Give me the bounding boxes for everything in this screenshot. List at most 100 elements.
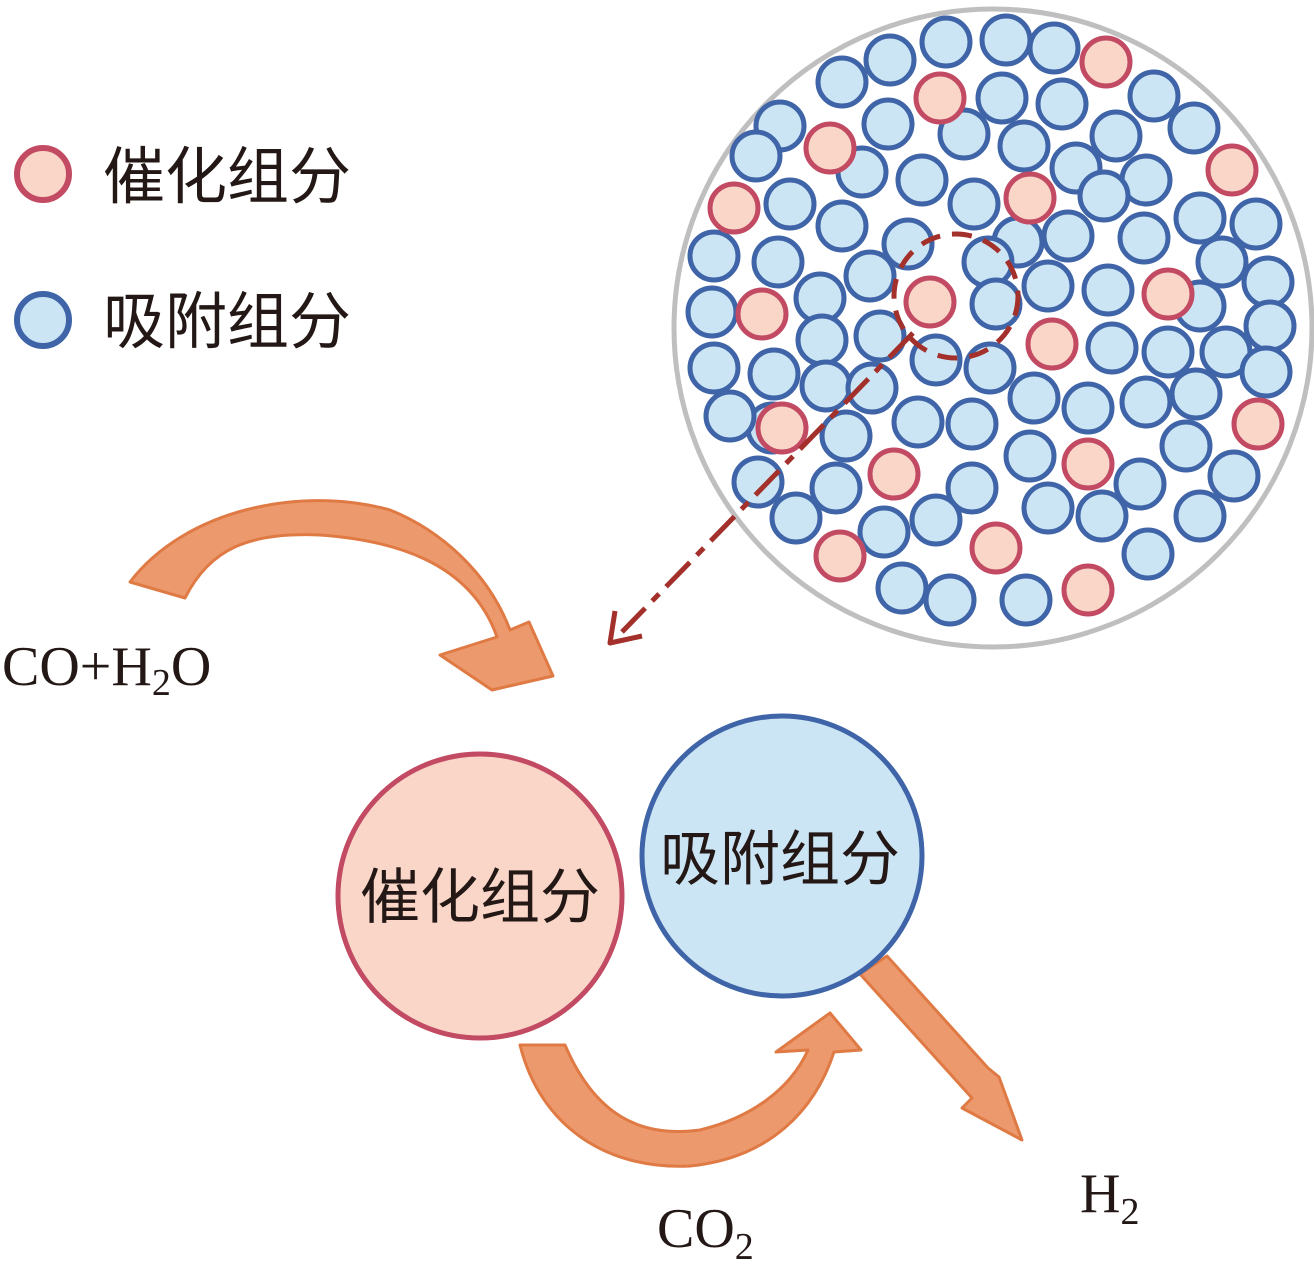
co2-label: CO2 [657, 1198, 754, 1268]
adsorption-particle-icon [815, 199, 869, 253]
adsorption-particle-icon [1127, 69, 1181, 123]
adsorption-particle-icon [947, 177, 1001, 231]
adsorption-particle-icon [1141, 325, 1195, 379]
co2-transfer-arrow-icon [518, 1011, 863, 1168]
adsorption-particle-icon [763, 177, 817, 231]
adsorption-particle-icon [1027, 21, 1081, 75]
adsorption-particle-icon [1243, 299, 1297, 353]
adsorption-component-label: 吸附组分 [660, 825, 900, 895]
adsorption-particle-icon [769, 491, 823, 545]
catalytic-particle-icon [867, 447, 921, 501]
adsorption-particle-icon [1113, 457, 1167, 511]
adsorption-particle-icon [1241, 255, 1295, 309]
adsorption-particle-icon [923, 573, 977, 627]
adsorption-particle-icon [1229, 197, 1283, 251]
adsorption-particle-icon [845, 361, 899, 415]
adsorption-particle-icon [895, 153, 949, 207]
adsorption-particle-icon [1021, 481, 1075, 535]
adsorption-particle-icon [1081, 263, 1135, 317]
adsorption-particle-icon [1173, 191, 1227, 245]
adsorption-particle-icon [999, 573, 1053, 627]
adsorption-particle-icon [795, 313, 849, 367]
feed-label-subscript: 2 [152, 662, 171, 704]
catalytic-particle-icon [1205, 143, 1259, 197]
catalytic-particle-icon [1141, 267, 1195, 321]
adsorption-particle-icon [703, 389, 757, 443]
catalytic-particle-icon [1231, 397, 1285, 451]
adsorption-particle-icon [815, 55, 869, 109]
adsorption-particle-icon [1061, 381, 1115, 435]
adsorption-particle-icon [1207, 449, 1261, 503]
adsorption-particle-icon [819, 409, 873, 463]
adsorption-particle-icon [1159, 419, 1213, 473]
catalytic-particle-icon [1003, 171, 1057, 225]
adsorption-particle-icon [843, 249, 897, 303]
adsorption-particle-icon [729, 129, 783, 183]
adsorption-particle-icon [751, 235, 805, 289]
adsorption-particle-icon [937, 107, 991, 161]
catalytic-particle-icon [803, 121, 857, 175]
adsorption-legend-label: 吸附组分 [103, 285, 351, 358]
adsorption-particle-icon [945, 397, 999, 451]
adsorption-particle-icon [863, 33, 917, 87]
co2-label-subscript: 2 [735, 1226, 754, 1268]
adsorption-particle-icon [997, 119, 1051, 173]
adsorption-particle-icon [919, 15, 973, 69]
adsorption-particle-icon [685, 285, 739, 339]
adsorption-particle-icon [857, 505, 911, 559]
adsorption-component: 吸附组分 [639, 713, 925, 999]
feed-label: CO+H2O [2, 636, 211, 704]
adsorption-particle-icon [1169, 367, 1223, 421]
adsorption-particle-icon [875, 561, 929, 615]
adsorption-particle-icon [1007, 371, 1061, 425]
adsorption-particle-icon [1195, 235, 1249, 289]
h2-label: H2 [1080, 1163, 1139, 1233]
adsorption-particle-icon [881, 217, 935, 271]
catalytic-particle-icon [1061, 437, 1115, 491]
particle-group [685, 13, 1297, 627]
adsorption-particle-icon [1077, 169, 1131, 223]
zoom-highlight-icon [891, 231, 1021, 361]
adsorption-particle-icon [861, 97, 915, 151]
adsorption-component-circle [639, 713, 925, 999]
adsorption-legend-icon [14, 291, 72, 349]
adsorption-particle-icon [975, 71, 1029, 125]
catalytic-component-label: 催化组分 [360, 863, 600, 933]
co2-label-main: CO [657, 1198, 735, 1260]
catalytic-particle-icon [813, 529, 867, 583]
adsorption-particle-icon [945, 461, 999, 515]
catalytic-particle-icon [903, 275, 957, 329]
catalytic-particle-icon [1061, 563, 1115, 617]
adsorption-particle-icon [687, 341, 741, 395]
adsorption-particle-icon [979, 13, 1033, 67]
adsorption-particle-icon [731, 455, 785, 509]
dashed-callout-line [620, 331, 915, 634]
catalytic-particle-icon [707, 181, 761, 235]
callout-arrowhead-icon [607, 610, 643, 646]
adsorption-particle-icon [1167, 101, 1221, 155]
feed-label-tail: O [171, 636, 211, 698]
adsorption-particle-icon [1121, 527, 1175, 581]
adsorption-particle-icon [1035, 77, 1089, 131]
adsorption-particle-icon [1021, 259, 1075, 313]
adsorption-particle-icon [747, 347, 801, 401]
adsorption-particle-icon [1119, 375, 1173, 429]
adsorption-particle-icon [1173, 489, 1227, 543]
adsorption-particle-icon [799, 359, 853, 413]
catalytic-legend-icon [14, 145, 72, 203]
legend: 催化组分 吸附组分 [14, 140, 351, 358]
catalytic-particle-icon [735, 287, 789, 341]
reactant-inflow-arrow-icon [128, 499, 555, 692]
adsorption-particle-icon [687, 229, 741, 283]
adsorption-particle-icon [853, 309, 907, 363]
catalytic-particle-icon [969, 521, 1023, 575]
adsorption-particle-icon [963, 341, 1017, 395]
h2-outflow-arrow-icon [858, 954, 1024, 1142]
zoom-callout [607, 331, 915, 646]
adsorption-particle-icon [891, 395, 945, 449]
particle-cluster [671, 6, 1314, 650]
adsorption-particle-icon [1003, 429, 1057, 483]
adsorption-particle-icon [809, 461, 863, 515]
adsorption-particle-icon [1117, 211, 1171, 265]
